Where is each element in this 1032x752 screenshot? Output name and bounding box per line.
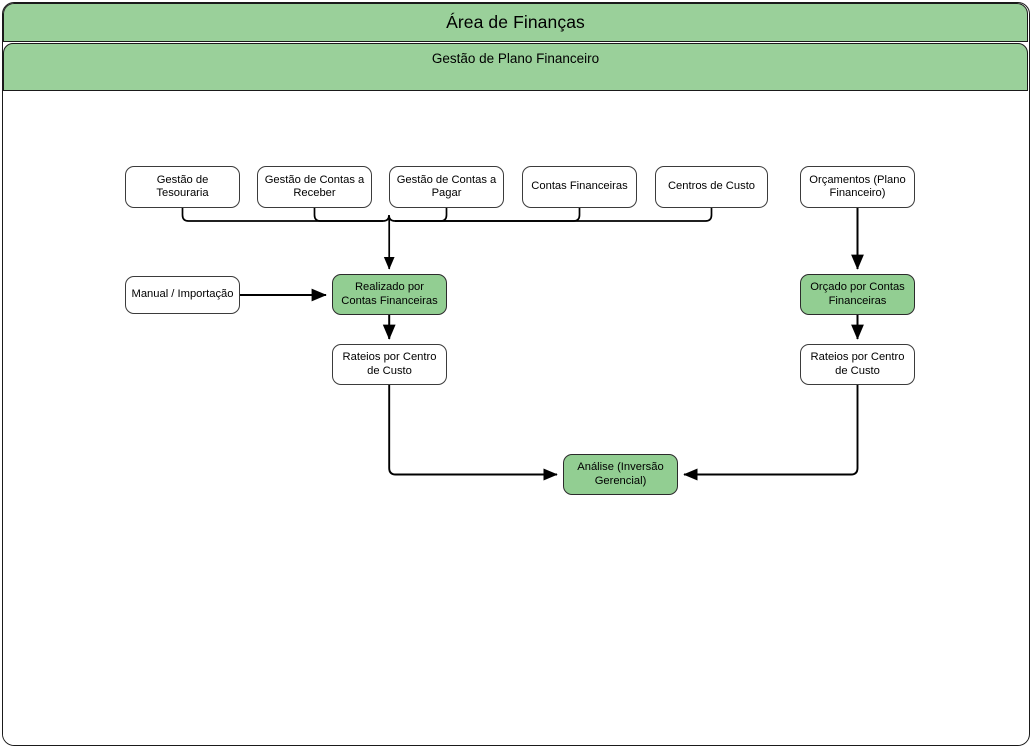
wire-contas-receber-to-rail: [313, 208, 383, 222]
node-label: Gestão de Contas a Pagar: [396, 173, 497, 200]
wire-rateios-dir-to-analise: [683, 385, 859, 481]
node-label: Rateios por Centro de Custo: [810, 351, 905, 377]
wire-contas-pagar-to-rail: [395, 208, 448, 222]
node-rateios-por-centro-de-custo-esquerda[interactable]: Rateios por Centro de Custo: [332, 344, 447, 385]
node-realizado-por-contas-financeiras[interactable]: Realizado por Contas Financeiras: [332, 274, 447, 315]
node-label: Orçamentos (Plano Financeiro): [809, 173, 906, 200]
wire-contas-financeiras-to-rail: [395, 208, 581, 222]
node-label: Orçado por Contas Financeiras: [810, 281, 905, 307]
node-label: Contas Financeiras: [531, 180, 628, 193]
node-analise-inversao-gerencial[interactable]: Análise (Inversão Gerencial): [563, 454, 678, 495]
node-orcamentos-plano-financeiro[interactable]: Orçamentos (Plano Financeiro): [800, 166, 915, 208]
section-title-band: Gestão de Plano Financeiro: [3, 43, 1028, 91]
node-gestao-contas-receber[interactable]: Gestão de Contas a Receber: [257, 166, 372, 208]
node-label: Realizado por Contas Financeiras: [341, 281, 438, 307]
node-label: Centros de Custo: [667, 180, 756, 193]
node-label: Gestão de Contas a Receber: [264, 173, 365, 200]
wire-tesouraria-to-rail: [181, 208, 383, 222]
wire-rateios-esq-to-analise: [388, 385, 558, 481]
node-contas-financeiras[interactable]: Contas Financeiras: [522, 166, 637, 208]
node-manual-importacao[interactable]: Manual / Importação: [125, 276, 240, 314]
node-label: Análise (Inversão Gerencial): [577, 461, 664, 487]
node-orcado-por-contas-financeiras[interactable]: Orçado por Contas Financeiras: [800, 274, 915, 315]
wire-brace-apex: [382, 214, 396, 222]
wire-centros-custo-to-rail: [395, 208, 713, 222]
node-gestao-tesouraria[interactable]: Gestão de Tesouraria: [125, 166, 240, 208]
node-label: Gestão de Tesouraria: [156, 173, 209, 200]
section-title: Gestão de Plano Financeiro: [431, 51, 600, 66]
flow-canvas: Gestão de Tesouraria Gestão de Contas a …: [3, 91, 1028, 745]
node-centros-de-custo[interactable]: Centros de Custo: [655, 166, 768, 208]
area-title-band: Área de Finanças: [3, 3, 1028, 42]
node-label: Manual / Importação: [131, 288, 234, 301]
node-label: Rateios por Centro de Custo: [342, 351, 437, 377]
node-rateios-por-centro-de-custo-direita[interactable]: Rateios por Centro de Custo: [800, 344, 915, 385]
node-gestao-contas-pagar[interactable]: Gestão de Contas a Pagar: [389, 166, 504, 208]
page-title: Área de Finanças: [446, 12, 585, 32]
